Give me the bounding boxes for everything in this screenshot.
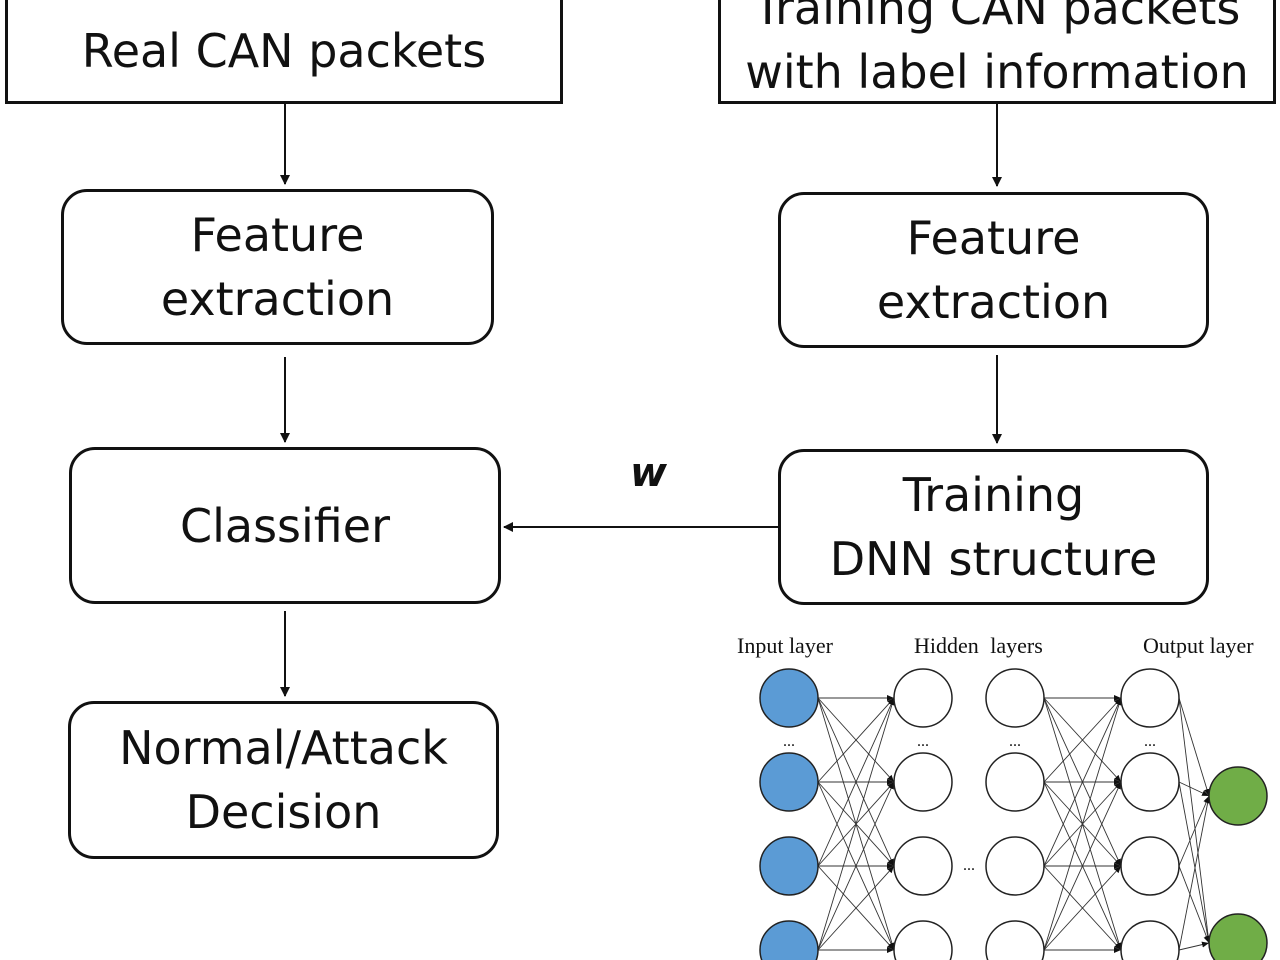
- input-layer-label: Input layer: [737, 633, 833, 658]
- hidden-node-b: [985, 920, 1045, 960]
- nn-edge: [1043, 781, 1122, 951]
- nn-edge: [817, 781, 895, 951]
- nn-edge: [817, 697, 895, 951]
- nn-edge-output: [1178, 795, 1210, 867]
- nn-ellipsis: ...: [1144, 733, 1156, 750]
- feature-extraction-right-line-2: extraction: [876, 275, 1111, 329]
- training-dnn-box: Training DNN structure: [778, 449, 1209, 605]
- training-dnn-line-1: Training: [902, 468, 1085, 522]
- training-can-packets-line-1: Training CAN packets: [753, 0, 1241, 35]
- nn-edge: [817, 697, 895, 867]
- hidden-node-a: [893, 920, 953, 960]
- input-node: [759, 836, 819, 896]
- training-dnn-line-2: DNN structure: [829, 532, 1158, 586]
- classifier-box: Classifier: [69, 447, 501, 604]
- nn-edge-output: [1178, 781, 1211, 944]
- nn-ellipsis: ...: [783, 733, 795, 750]
- hidden-node-b: [985, 752, 1045, 812]
- nn-edge: [1043, 697, 1122, 783]
- nn-edge-output: [1178, 781, 1210, 797]
- input-node: [759, 752, 819, 812]
- hidden-node-b: [985, 668, 1045, 728]
- feature-extraction-box-left: Feature extraction: [61, 189, 494, 345]
- nn-edge-output: [1178, 697, 1210, 797]
- training-can-packets-box: Training CAN packets with label informat…: [718, 0, 1276, 104]
- decision-line-1: Normal/Attack: [119, 721, 448, 775]
- output-node: [1208, 766, 1268, 826]
- classifier-text: Classifier: [180, 498, 390, 553]
- output-node: [1208, 913, 1268, 960]
- output-layer-label: Output layer: [1143, 633, 1254, 658]
- nn-edge: [817, 697, 895, 783]
- hidden-node-c: [1120, 920, 1180, 960]
- weights-label: w: [630, 450, 667, 496]
- feature-extraction-right-line-1: Feature: [906, 211, 1081, 265]
- input-node: [759, 668, 819, 728]
- real-can-packets-text: Real CAN packets: [81, 24, 487, 78]
- input-node: [759, 920, 819, 960]
- hidden-node-a: [893, 752, 953, 812]
- hidden-node-b: [985, 836, 1045, 896]
- training-can-packets-line-2: with label information: [745, 45, 1249, 99]
- hidden-node-a: [893, 668, 953, 728]
- feature-extraction-box-right: Feature extraction: [778, 192, 1209, 348]
- nn-edge: [1043, 697, 1122, 867]
- real-can-packets-box: Real CAN packets: [5, 0, 563, 104]
- nn-ellipsis: ...: [1009, 733, 1021, 750]
- nn-ellipsis: ...: [917, 733, 929, 750]
- nn-edge-output: [1178, 795, 1211, 951]
- hidden-node-a: [893, 836, 953, 896]
- nn-edge-output: [1178, 697, 1212, 944]
- hidden-node-c: [1120, 836, 1180, 896]
- nn-edge-output: [1178, 941, 1210, 951]
- hidden-layers-label: Hidden layers: [914, 633, 1043, 658]
- feature-extraction-left-line-1: Feature: [190, 208, 365, 262]
- nn-edge: [817, 865, 895, 951]
- decision-line-2: Decision: [185, 785, 382, 839]
- hidden-node-c: [1120, 668, 1180, 728]
- nn-edge: [1043, 865, 1122, 951]
- hidden-node-c: [1120, 752, 1180, 812]
- feature-extraction-left-line-2: extraction: [160, 272, 395, 326]
- decision-box: Normal/Attack Decision: [68, 701, 499, 859]
- nn-edge-output: [1178, 865, 1210, 944]
- nn-edge: [1043, 697, 1122, 951]
- nn-ellipsis-hidden: ...: [963, 857, 975, 874]
